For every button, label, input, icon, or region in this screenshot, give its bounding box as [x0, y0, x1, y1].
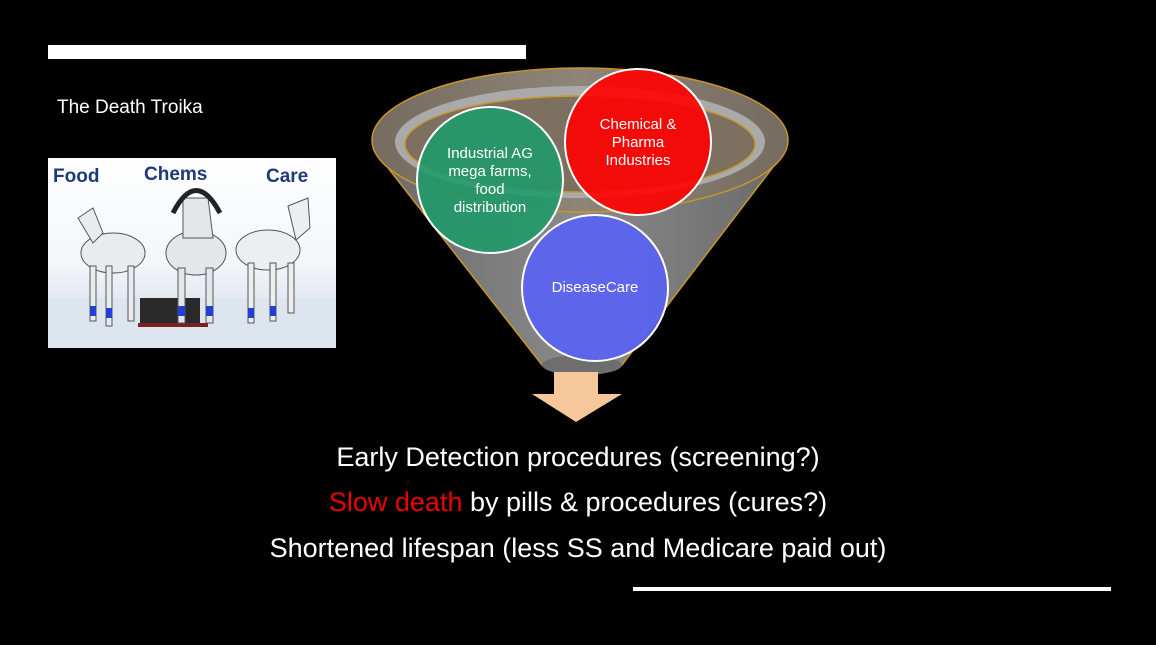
label-food: Food	[53, 166, 100, 187]
line-shortened-lifespan: Shortened lifespan (less SS and Medicare…	[269, 533, 887, 563]
troika-photo: Food Chems Care	[48, 158, 336, 348]
down-arrow-icon	[532, 372, 622, 422]
circle-red-text: Chemical & Pharma Industries	[599, 116, 677, 169]
circle-blue-text: DiseaseCare	[551, 279, 639, 296]
troika-illustration	[48, 158, 336, 348]
bottom-rule	[633, 587, 1111, 591]
circle-chemical-pharma	[564, 68, 712, 216]
line-slow-death: Slow death by pills & procedures (cures?…	[0, 487, 1156, 518]
funnel-diagram: Industrial AG mega farms, food distribut…	[360, 60, 800, 440]
top-rule	[48, 45, 526, 59]
slow-death-rest: by pills & procedures (cures?)	[462, 487, 828, 517]
funnel-graphic	[371, 67, 789, 422]
slow-death-emphasis: Slow death	[328, 487, 463, 517]
circle-diseasecare	[521, 214, 669, 362]
label-care: Care	[266, 166, 309, 187]
slide-title: The Death Troika	[57, 97, 203, 118]
circle-industrial-ag	[416, 106, 564, 254]
circle-green-text: Industrial AG mega farms, food distribut…	[447, 145, 533, 216]
label-chems: Chems	[144, 164, 208, 185]
line-early-detection: Early Detection procedures (screening?)	[336, 442, 820, 472]
